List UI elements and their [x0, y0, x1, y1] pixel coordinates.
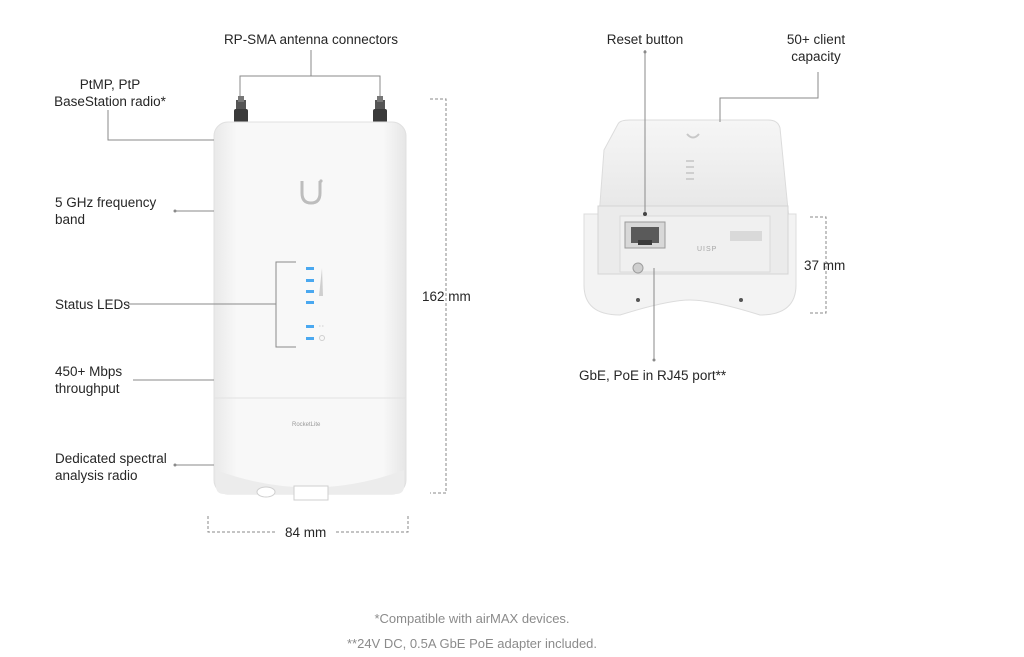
rj45-port-label: GbE, PoE in RJ45 port**	[579, 368, 727, 383]
device-front-label: RocketLite	[292, 422, 321, 428]
throughput-label: 450+ Mbps throughput	[55, 364, 123, 396]
ubiquiti-logo-icon-small	[686, 133, 700, 139]
height-dimension-label: 162 mm	[422, 289, 471, 304]
antenna-connectors-label: RP-SMA antenna connectors	[223, 32, 399, 47]
footnote-airmax: *Compatible with airMAX devices.	[374, 611, 570, 626]
antenna-connector-right	[373, 96, 387, 123]
right-device-body	[583, 119, 797, 316]
ubiquiti-logo-icon	[300, 179, 323, 205]
spectral-radio-label: Dedicated spectral analysis radio	[55, 451, 167, 483]
rj45-port	[624, 221, 666, 249]
reset-button-label: Reset button	[606, 32, 684, 47]
basestation-radio-label: PtMP, PtP BaseStation radio*	[54, 77, 166, 109]
left-leader-lines	[107, 50, 447, 533]
width-dimension-label: 84 mm	[285, 525, 327, 540]
status-leds-label: Status LEDs	[55, 297, 131, 312]
right-leader-lines	[644, 50, 827, 360]
reset-button-dot	[643, 212, 647, 216]
left-device-body	[213, 96, 407, 501]
status-led-group	[306, 267, 325, 341]
depth-dimension-label: 37 mm	[804, 258, 846, 273]
antenna-connector-left	[234, 96, 248, 123]
footnote-poe: **24V DC, 0.5A GbE PoE adapter included.	[346, 636, 598, 651]
client-capacity-label: 50+ client capacity	[786, 32, 846, 64]
device-panel-label: UISP	[697, 246, 718, 253]
frequency-band-label: 5 GHz frequency band	[55, 195, 157, 227]
